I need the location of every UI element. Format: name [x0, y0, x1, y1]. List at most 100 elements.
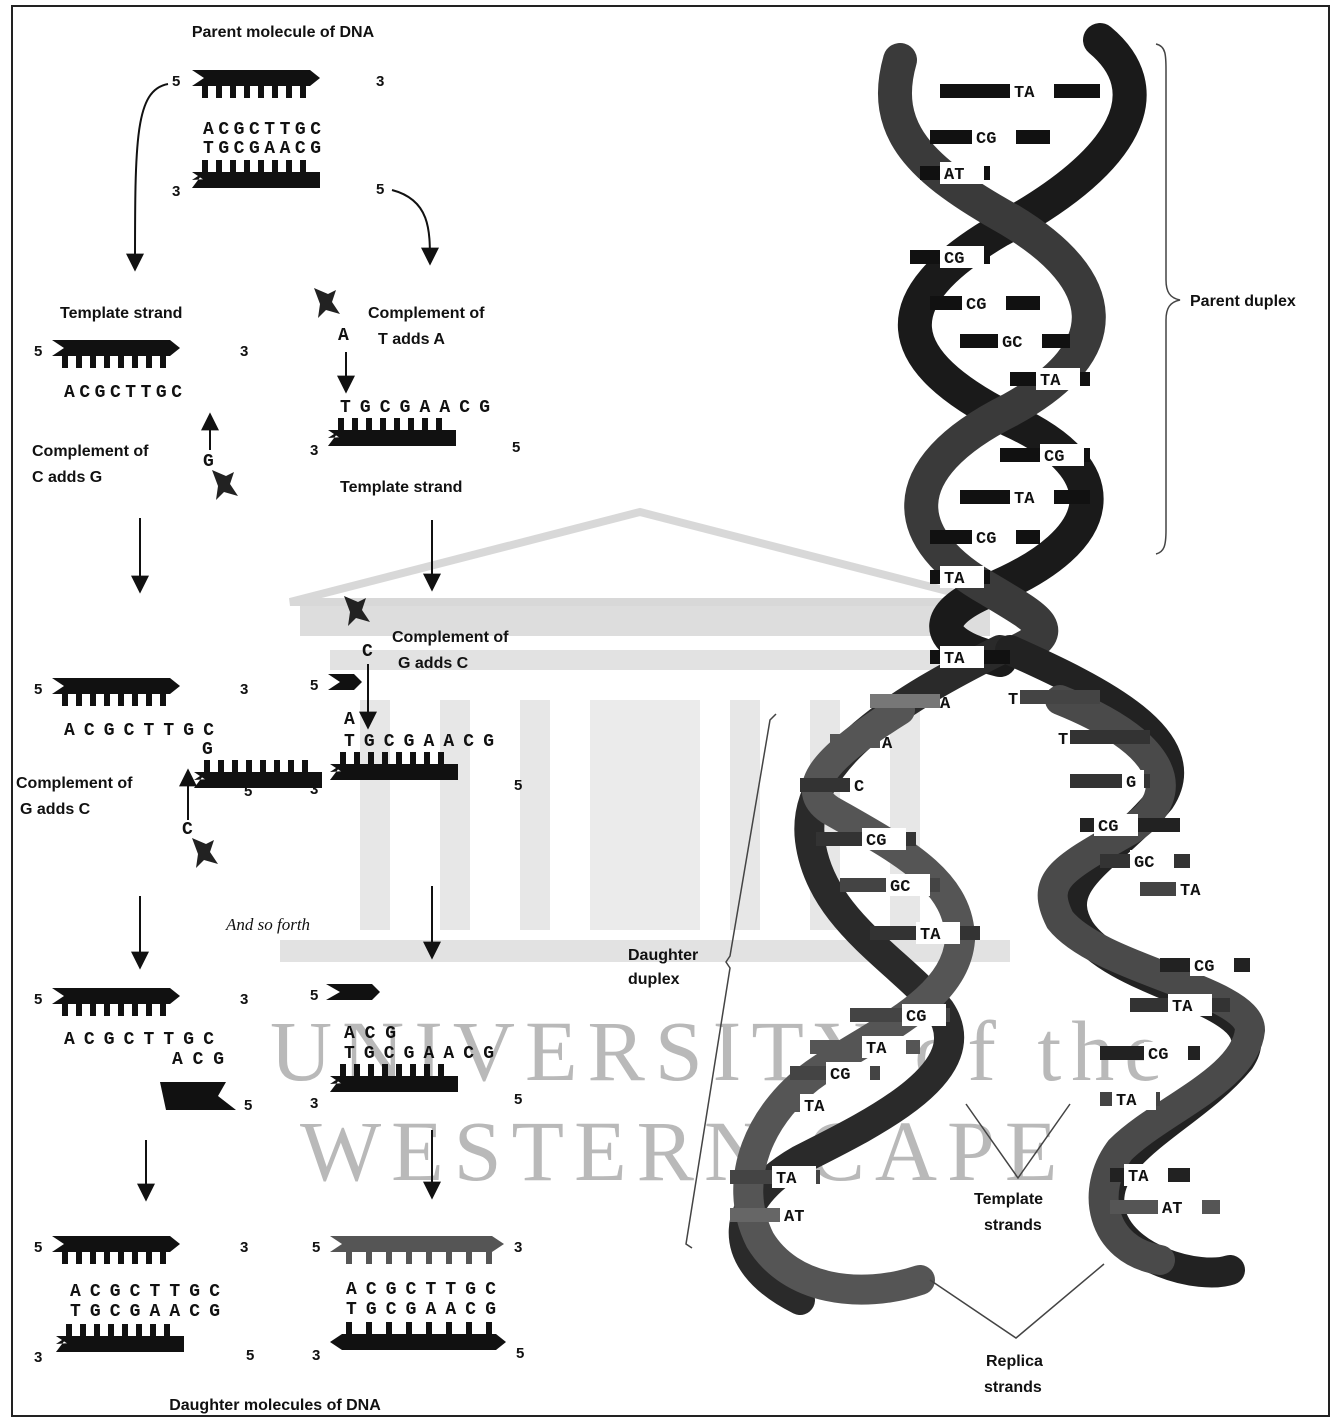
three-prime-end: 3 — [240, 681, 248, 698]
parent-pair: TA — [944, 650, 965, 669]
five-prime-end: 5 — [34, 681, 42, 698]
daughter-top-sequence: ACGCTTGC — [346, 1280, 496, 1300]
incoming-nucleotide-label: C — [182, 820, 193, 840]
right-daughter-base: TA — [1180, 882, 1201, 901]
replica-strand — [194, 760, 322, 788]
five-prime-end: 5 — [34, 343, 42, 360]
three-prime-end: 3 — [240, 343, 248, 360]
five-prime-end: 5 — [246, 1347, 254, 1364]
annotation-line1: Complement of — [368, 305, 485, 322]
added-base: A — [344, 710, 355, 730]
five-prime-end: 5 — [310, 677, 318, 694]
three-prime-end: 3 — [172, 183, 180, 200]
five-prime-end: 5 — [516, 1345, 524, 1362]
template-strands-pointer — [965, 1103, 1071, 1180]
left-daughter-rungs: C CG GC TA CG TA CG TA TA AT — [730, 774, 980, 1227]
right-replica-strand — [1037, 685, 1266, 1275]
annotation-line1: Complement of — [32, 443, 149, 460]
daughter-molecule-left: 5 3 ACGCTTGC TGCGAACG 3 5 — [34, 1236, 254, 1366]
parent-pair: CG — [976, 530, 996, 549]
template-sequence: ACGCTTGC — [64, 721, 214, 741]
fork-base: T — [1058, 731, 1068, 750]
parent-pair: TA — [944, 570, 965, 589]
three-prime-end: 3 — [310, 442, 318, 459]
parent-pair: CG — [1044, 448, 1064, 467]
left-daughter-base: C — [854, 778, 864, 797]
parent-pair: TA — [1040, 372, 1061, 391]
template-strand — [328, 418, 456, 446]
daughter-duplex-label-line1: Daughter — [628, 947, 698, 964]
five-prime-end: 5 — [244, 1097, 252, 1114]
five-prime-end: 5 — [34, 1239, 42, 1256]
five-prime-end: 5 — [376, 181, 384, 198]
annotation-line2: T adds A — [378, 331, 445, 348]
right-daughter-rungs: G CG GC TA CG TA CG TA TA AT — [1070, 770, 1250, 1219]
left-daughter-base: TA — [804, 1098, 825, 1117]
three-prime-end: 3 — [514, 1239, 522, 1256]
left-daughter-base: TA — [920, 926, 941, 945]
daughter-molecules-label: Daughter molecules of DNA — [169, 1397, 381, 1414]
three-prime-end: 3 — [376, 73, 384, 90]
parent-bottom-sequence: TGCGAACG — [203, 139, 321, 159]
five-prime-end: 5 — [312, 1239, 320, 1256]
five-prime-end: 5 — [244, 783, 252, 800]
three-prime-end: 3 — [34, 1349, 42, 1366]
replica-strand — [160, 1082, 236, 1110]
daughter-top-sequence: ACGCTTGC — [70, 1282, 220, 1302]
added-bases: ACG — [172, 1050, 224, 1070]
left-daughter-base: TA — [776, 1170, 797, 1189]
replica-strands-label-line2: strands — [984, 1379, 1042, 1396]
fork-bases: A T A T — [830, 690, 1150, 754]
five-prime-end: 5 — [34, 991, 42, 1008]
right-daughter-base: CG — [1098, 818, 1118, 837]
template-strands-label-line2: strands — [984, 1217, 1042, 1234]
right-daughter-base: G — [1126, 774, 1136, 793]
daughter-duplex-bracket — [685, 713, 777, 1249]
parent-top-sequence: ACGCTTGC — [203, 120, 321, 140]
template-strand — [52, 340, 180, 368]
parent-pair: TA — [1014, 490, 1035, 509]
parent-pair: TA — [1014, 84, 1035, 103]
replica-strand — [328, 674, 362, 690]
added-base: G — [202, 740, 213, 760]
template-strand — [52, 988, 180, 1016]
three-prime-end: 3 — [310, 781, 318, 798]
template-strand — [330, 752, 458, 780]
replica-strands-pointer — [929, 1263, 1105, 1339]
left-daughter-base: TA — [866, 1040, 887, 1059]
right-daughter-base: CG — [1148, 1046, 1168, 1065]
daughter-duplex-label-line2: duplex — [628, 971, 680, 988]
fork-base: A — [940, 695, 951, 714]
and-so-forth-label: And so forth — [225, 915, 310, 934]
right-daughter-base: TA — [1128, 1168, 1149, 1187]
template-sequence: TGCGAACG — [340, 398, 490, 418]
left-daughter-base: CG — [906, 1008, 926, 1027]
five-prime-end: 5 — [172, 73, 180, 90]
parent-pair: AT — [944, 166, 964, 185]
incoming-nucleotide-label: C — [362, 642, 373, 662]
three-prime-end: 3 — [240, 991, 248, 1008]
incoming-nucleotide — [192, 838, 218, 868]
figure-frame — [11, 5, 1330, 1417]
annotation-line2: G adds C — [20, 801, 91, 818]
template-strand-label: Template strand — [60, 305, 182, 322]
replica-strand — [326, 984, 380, 1000]
three-prime-end: 3 — [310, 1095, 318, 1112]
parent-pair: CG — [944, 250, 964, 269]
annotation-line1: Complement of — [16, 775, 133, 792]
annotation-line2: G adds C — [398, 655, 469, 672]
five-prime-end: 5 — [310, 987, 318, 1004]
parent-pair: CG — [966, 296, 986, 315]
template-sequence: ACGCTTGC — [64, 1030, 214, 1050]
incoming-nucleotide — [212, 470, 238, 500]
daughter-molecule-right: 5 3 ACGCTTGC TGCGAACG 3 5 — [312, 1236, 524, 1364]
template-strand — [52, 678, 180, 706]
fork-base: A — [882, 735, 893, 754]
five-prime-end: 5 — [514, 1091, 522, 1108]
annotation-line2: C adds G — [32, 469, 102, 486]
incoming-nucleotide-label: G — [203, 452, 214, 472]
left-daughter-base: AT — [784, 1208, 804, 1227]
parent-pair: CG — [976, 130, 996, 149]
right-daughter-base: CG — [1194, 958, 1214, 977]
